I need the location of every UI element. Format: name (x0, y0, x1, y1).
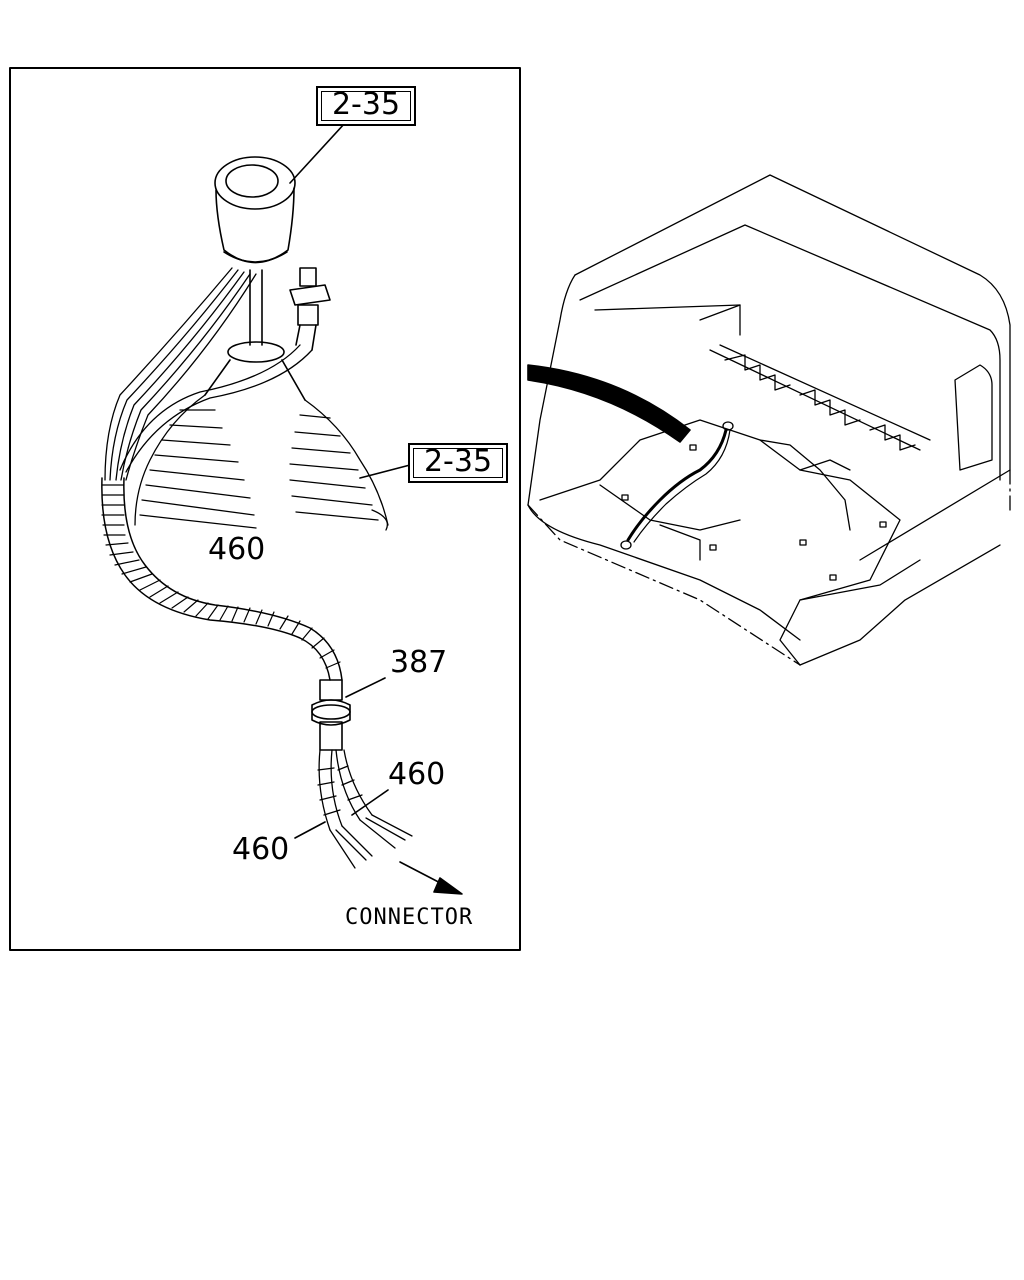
grommet (311, 679, 351, 751)
leader-branch-right (351, 789, 389, 816)
callout-ref-top-text: 2-35 (331, 87, 401, 122)
callout-branch-right: 460 (388, 757, 446, 792)
vehicle-cab (527, 174, 1011, 666)
callout-ref-boot: 2-35 (408, 443, 508, 483)
detail-frame (9, 67, 521, 951)
branch-harness (317, 749, 413, 869)
callout-harness-upper: 460 (208, 532, 266, 567)
connector-arrow (399, 861, 463, 895)
detail-pointer (527, 364, 691, 443)
callout-ref-top: 2-35 (316, 86, 416, 126)
neutral-switch (289, 267, 331, 351)
callout-branch-left: 460 (232, 832, 290, 867)
corrugated-harness (101, 477, 343, 681)
connector-label: CONNECTOR (345, 905, 474, 930)
knob-wires (104, 267, 313, 481)
shift-lever (204, 269, 306, 401)
leader-grommet (345, 677, 386, 698)
shift-knob (214, 156, 296, 264)
leader-ref-boot (359, 464, 411, 479)
leader-branch-left (294, 821, 326, 839)
callout-ref-boot-text: 2-35 (423, 444, 493, 479)
shift-boot (134, 394, 389, 531)
leader-ref-top (289, 122, 346, 184)
callout-grommet: 387 (390, 645, 448, 680)
